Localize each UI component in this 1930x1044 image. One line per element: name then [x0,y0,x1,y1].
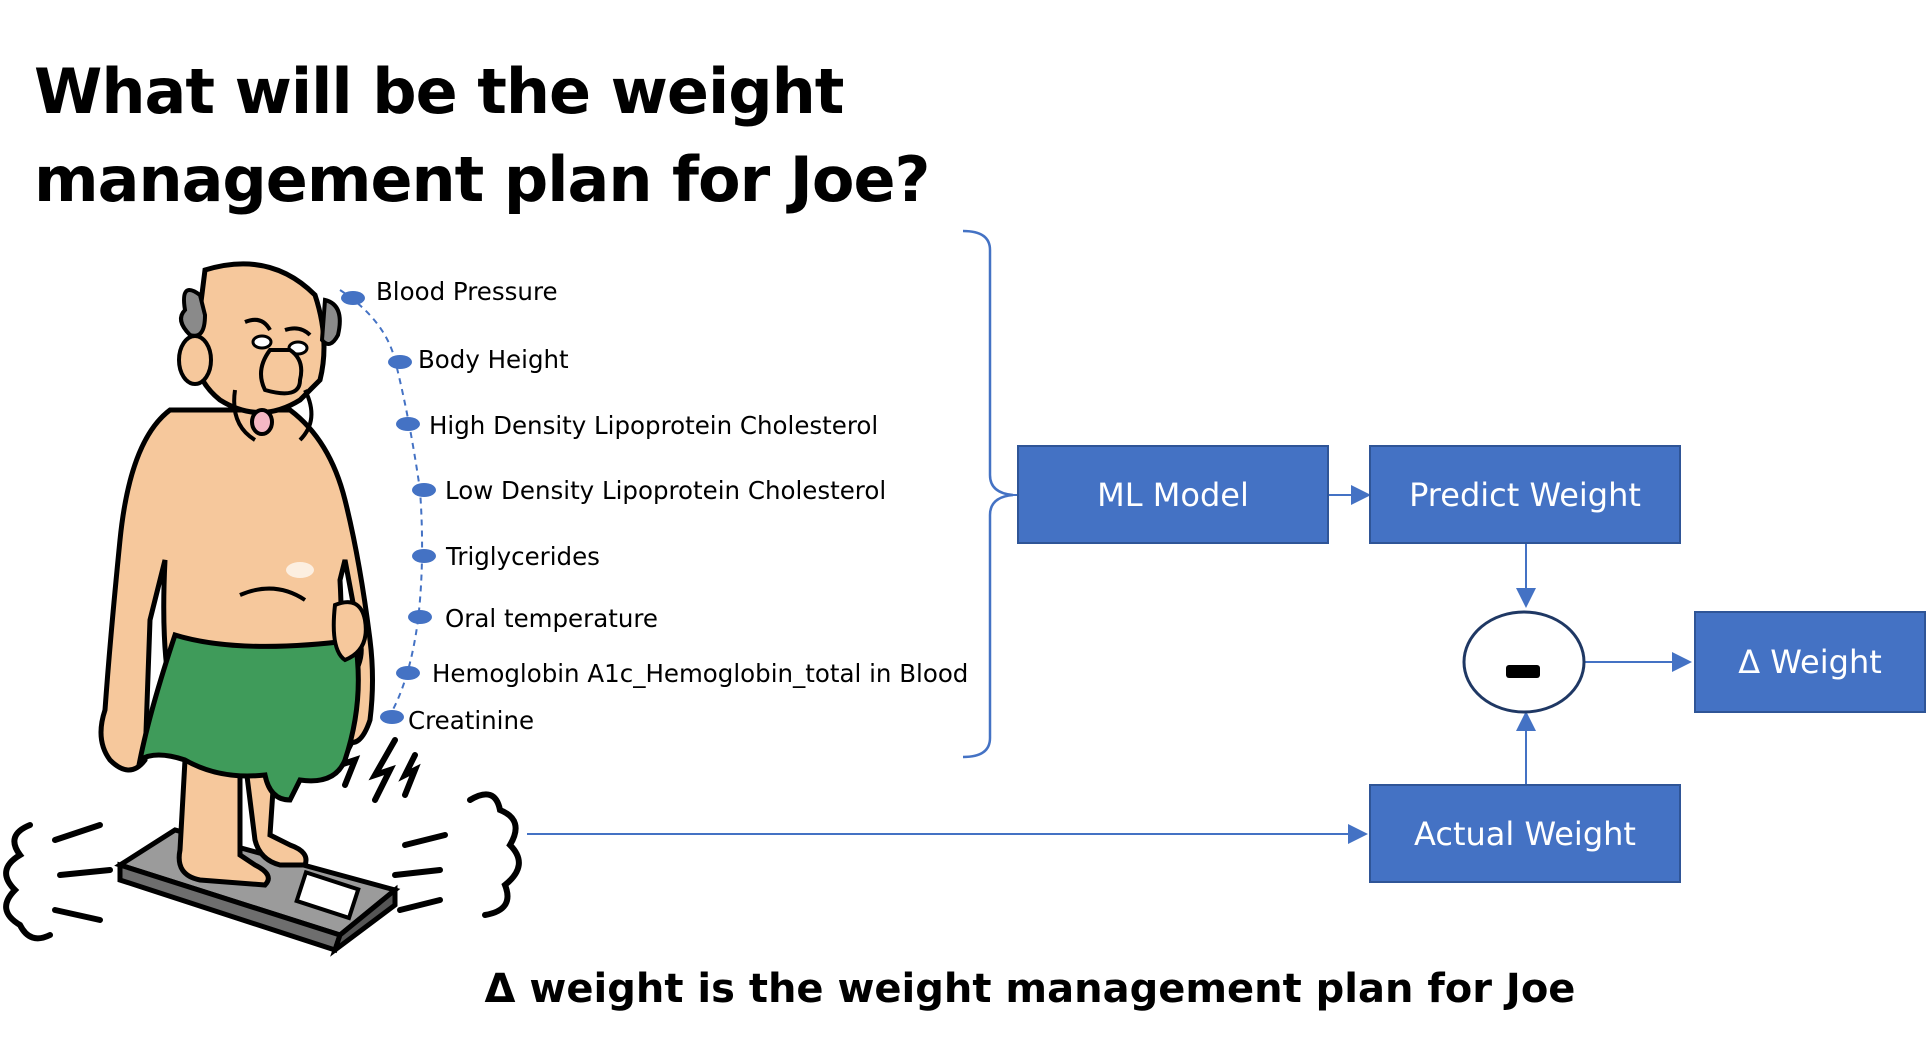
feature-label-hdl-cholesterol: High Density Lipoprotein Cholesterol [429,411,879,440]
minus-operator-circle [1462,610,1586,714]
legs-icon [176,757,309,888]
ml-model-box: ML Model [1017,445,1329,544]
feature-bullet-icon [408,610,432,624]
page-title: What will be the weight management plan … [34,48,1034,224]
motion-lines-left-icon [3,822,113,942]
predict-weight-box: Predict Weight [1369,445,1681,544]
conclusion-caption: Δ weight is the weight management plan f… [484,966,1576,1012]
feature-bullet-icon [412,549,436,563]
title-line-2: management plan for Joe? [34,143,930,216]
feature-label-creatinine: Creatinine [408,706,535,735]
man-on-scale-illustration [3,261,522,957]
feature-dashed-arc [339,289,424,716]
feature-label-hemoglobin-a1c: Hemoglobin A1c_Hemoglobin_total in Blood [432,659,969,688]
actual-weight-box: Actual Weight [1369,784,1681,883]
feature-bullet-icon [396,666,420,680]
delta-weight-box: Δ Weight [1694,611,1926,713]
feature-bullet-icon [396,417,420,431]
feature-label-triglycerides: Triglycerides [446,542,600,571]
feature-bullet-icon [388,355,412,369]
feature-bullet-icon [380,710,404,724]
head-icon [177,261,342,442]
title-line-1: What will be the weight [34,55,844,128]
feature-bullet-icon [341,291,365,305]
feature-label-body-height: Body Height [418,345,569,374]
feature-label-blood-pressure: Blood Pressure [376,277,558,306]
right-brace [962,229,1014,759]
feature-bullet-icon [412,483,436,497]
feature-label-oral-temperature: Oral temperature [445,604,658,633]
feature-label-ldl-cholesterol: Low Density Lipoprotein Cholesterol [445,476,887,505]
minus-sign-icon [1506,665,1540,678]
